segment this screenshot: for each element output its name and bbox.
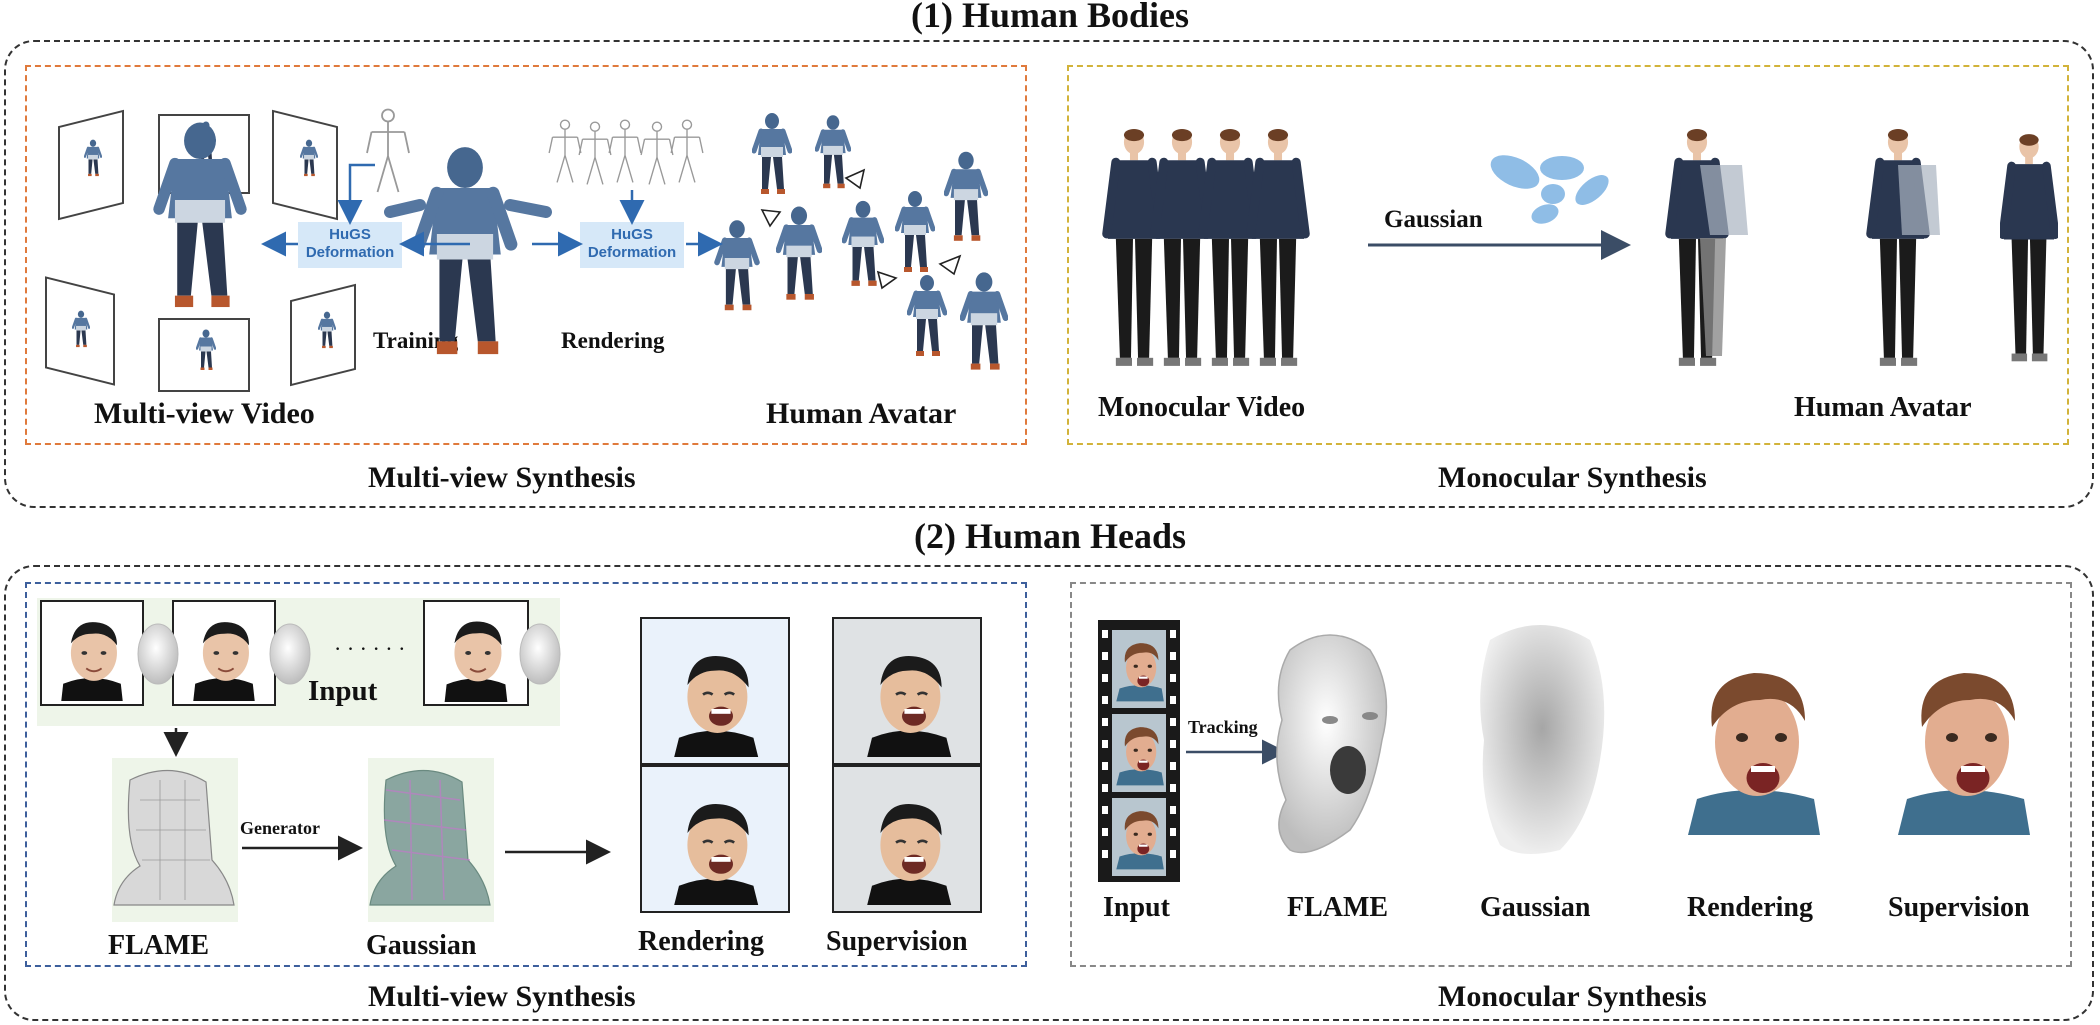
input-mesh-heads bbox=[137, 623, 561, 685]
heads-monocular-panel bbox=[1070, 582, 2072, 967]
tracking-label: Tracking bbox=[1188, 717, 1258, 737]
heads-multiview-panel bbox=[25, 582, 1027, 967]
hugs-deformation-label-left: HuGS Deformation bbox=[305, 226, 395, 261]
bodies-outer-panel bbox=[4, 40, 2094, 508]
input-label-multiview: Input bbox=[308, 675, 378, 707]
heads-multiview-arrows bbox=[163, 728, 611, 865]
camera-view-figures bbox=[72, 120, 336, 372]
pose-skeletons bbox=[365, 108, 704, 194]
section-title-heads: (2) Human Heads bbox=[913, 516, 1187, 556]
gaussian-head-monocular bbox=[1480, 625, 1605, 854]
section-title-bodies: (1) Human Bodies bbox=[910, 0, 1190, 35]
flame-label-multiview: FLAME bbox=[108, 930, 210, 961]
monocular-video-frames bbox=[1107, 129, 1305, 366]
flame-mesh-multiview bbox=[113, 769, 235, 906]
gaussian-label-multiview: Gaussian bbox=[366, 930, 477, 961]
flame-head-monocular bbox=[1276, 634, 1388, 854]
human-avatar-label-multiview: Human Avatar bbox=[766, 397, 957, 430]
input-ellipsis: · · · · · · bbox=[334, 636, 406, 661]
rendering-label-monocular: Rendering bbox=[1687, 892, 1813, 923]
hugs-deformation-label-right: HuGS Deformation bbox=[587, 226, 677, 261]
avatar-pose-sequence bbox=[717, 113, 1006, 370]
film-strip-frames bbox=[1102, 630, 1176, 876]
rendering-head-monocular bbox=[1688, 673, 1820, 835]
flame-label-monocular: FLAME bbox=[1287, 892, 1389, 923]
rendering-label-multiview: Rendering bbox=[638, 926, 764, 957]
bodies-multiview-arrows bbox=[261, 163, 723, 257]
multiview-video-label: Multi-view Video bbox=[94, 397, 315, 430]
bodies-multiview-caption: Multi-view Synthesis bbox=[368, 461, 636, 494]
bodies-multiview-panel bbox=[25, 65, 1027, 445]
heads-multiview-caption: Multi-view Synthesis bbox=[368, 980, 636, 1013]
bodies-monocular-panel bbox=[1067, 65, 2069, 445]
supervision-head-monocular bbox=[1898, 673, 2030, 835]
camera-frustums bbox=[760, 168, 962, 290]
gaussian-label-monocular: Gaussian bbox=[1480, 892, 1591, 923]
hugs-deformation-box-left: HuGS Deformation bbox=[298, 222, 402, 268]
heads-outer-panel bbox=[4, 565, 2094, 1021]
reconstructed-body-left bbox=[159, 123, 241, 307]
monocular-video-label: Monocular Video bbox=[1098, 392, 1306, 423]
supervision-label-multiview: Supervision bbox=[826, 926, 968, 957]
gaussian-mesh-multiview bbox=[369, 769, 491, 906]
bodies-monocular-caption: Monocular Synthesis bbox=[1438, 461, 1707, 494]
supervision-label-monocular: Supervision bbox=[1888, 892, 2030, 923]
rendering-label-bodies: Rendering bbox=[561, 328, 665, 353]
canonical-body-center bbox=[384, 147, 552, 354]
monocular-avatar-views bbox=[1670, 129, 2055, 366]
generator-label: Generator bbox=[240, 818, 320, 838]
gaussian-label-bodies: Gaussian bbox=[1384, 206, 1483, 233]
hugs-deformation-box-right: HuGS Deformation bbox=[580, 222, 684, 268]
heads-monocular-caption: Monocular Synthesis bbox=[1438, 980, 1707, 1013]
human-avatar-label-monocular: Human Avatar bbox=[1794, 392, 1972, 423]
gaussian-blobs bbox=[1490, 155, 1609, 224]
rendered-laughing-faces bbox=[672, 654, 953, 907]
input-label-monocular: Input bbox=[1103, 892, 1170, 923]
